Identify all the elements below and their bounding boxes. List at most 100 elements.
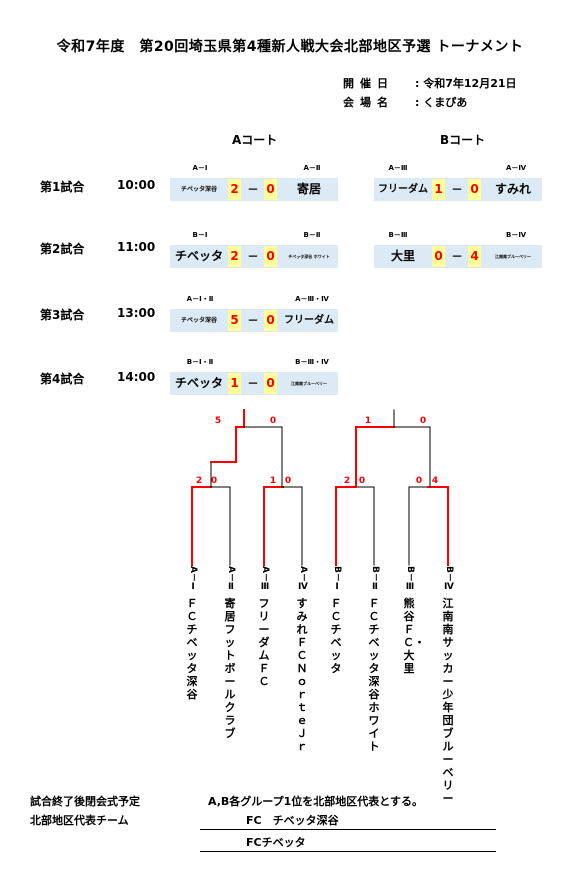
match-3a-right-code: A－Ⅲ・Ⅳ — [295, 295, 329, 303]
match-1b-card — [374, 178, 542, 201]
match-3a-left-team: チベッタ深谷 — [180, 317, 217, 324]
team-name-a3: フリーダムＦＣ — [258, 597, 270, 688]
team-name-b1: ＦＣチベッタ — [330, 597, 342, 675]
representative-1-line — [200, 829, 496, 830]
match-2b-left-team: 大里 — [390, 249, 415, 263]
team-name-b2: ＦＣ チベッタ深谷 ホワイト — [368, 597, 391, 753]
event-date: 開催日: 令和7年12月21日 — [343, 77, 517, 90]
representative-2-line — [200, 851, 496, 852]
match-2a-left-team: チベッタ — [174, 249, 223, 263]
match-4a-right-score: 0 — [264, 373, 277, 394]
final-b-right-score: 0 — [419, 416, 427, 426]
closing-note: 試合終了後閉会式予定 — [30, 795, 140, 808]
team-name-a2: 寄居フットボールクラブ — [224, 597, 236, 740]
final-a-left-score: 5 — [214, 416, 222, 426]
match-1a-left-score: 2 — [228, 179, 241, 200]
team-code-b4: B－Ⅳ — [444, 566, 454, 592]
match-2-label: 第2試合 — [40, 242, 85, 256]
match-1b-dash: － — [451, 183, 463, 196]
team-name-a4: すみれＦＣ Ｎｏｒｔｅ Ｊｒ — [296, 597, 319, 753]
match-2a-card — [170, 245, 338, 268]
match-3a-card — [170, 309, 338, 332]
match-4a-dash: － — [247, 377, 259, 390]
date-label: 開催日 — [343, 77, 394, 90]
event-venue: 会場名: くまぴあ — [343, 96, 468, 109]
team-code-a4: A－Ⅳ — [298, 566, 308, 592]
venue-value: くまぴあ — [423, 96, 468, 109]
semi-2-left-score: 1 — [269, 476, 277, 486]
match-3a-dash: － — [247, 314, 259, 327]
qualification-rule: A,B各グループ1位を北部地区代表とする。 — [208, 795, 423, 808]
match-1a-right-code: A－Ⅱ — [303, 164, 321, 172]
bracket-b-final-left — [355, 426, 395, 463]
match-2b-left-score: 0 — [432, 246, 445, 267]
team-code-a3: A－Ⅲ — [260, 566, 270, 592]
match-1a-left-team: チベッタ深谷 — [180, 186, 217, 193]
team-name-b3: 熊谷ＦＣ・大里 — [403, 597, 425, 675]
semi-1-left-score: 2 — [195, 476, 203, 486]
match-1a-dash: － — [247, 183, 259, 196]
match-1b-right-score: 0 — [468, 179, 481, 200]
match-2a-left-code: B－Ⅰ — [192, 231, 208, 239]
match-1a-right-team: 寄居 — [296, 182, 321, 196]
match-3a-left-code: A－Ⅰ・Ⅱ — [186, 295, 214, 303]
bracket-a-semi1-right — [210, 486, 231, 566]
match-2a-right-team: チベッタ深谷 ホワイト — [288, 254, 330, 259]
match-3-time: 13:00 — [117, 306, 156, 320]
team-name-b4: 江南南サッカー少年団 ブルーベリー — [442, 597, 465, 805]
venue-label: 会場名 — [343, 96, 394, 109]
match-4a-card — [170, 372, 338, 395]
team-code-b2: B－Ⅱ — [370, 566, 380, 592]
match-2-time: 11:00 — [117, 240, 156, 254]
match-3a-right-team: フリーダム — [284, 315, 334, 326]
representative-1: FC チベッタ深谷 — [246, 814, 339, 827]
team-code-a2: A－Ⅱ — [226, 566, 236, 592]
match-3a-left-score: 5 — [228, 310, 241, 331]
bracket-b-semi1-left — [335, 486, 356, 566]
match-2b-card — [374, 245, 542, 268]
match-4-time: 14:00 — [117, 370, 156, 384]
match-4a-right-team: 江南南ブルーベリー — [291, 381, 327, 386]
match-1a-right-score: 0 — [264, 179, 277, 200]
semi-2-right-score: 0 — [284, 476, 292, 486]
team-code-b1: B－Ⅰ — [332, 566, 342, 592]
bracket-b-final-right — [393, 426, 431, 463]
bracket-a-final-right — [243, 426, 283, 463]
team-name-a1: ＦＣ チベッタ深谷 — [186, 597, 209, 701]
match-2b-right-code: B－Ⅳ — [505, 231, 527, 239]
semi-4-left-score: 0 — [415, 476, 423, 486]
match-1b-left-team: フリーダム — [378, 184, 428, 195]
match-4-label: 第4試合 — [40, 372, 85, 386]
bracket-a-semi2-left — [263, 486, 284, 566]
team-code-a1: A－Ⅰ — [188, 566, 198, 592]
match-2b-dash: － — [451, 250, 463, 263]
match-4a-left-team: チベッタ — [174, 376, 223, 390]
bracket-a-semi2-right — [282, 486, 303, 566]
match-2a-left-score: 2 — [228, 246, 241, 267]
bracket-b-semi2-left — [408, 486, 429, 566]
match-2a-dash: － — [247, 250, 259, 263]
semi-1-right-score: 0 — [210, 476, 218, 486]
court-a-heading: Aコート — [232, 133, 278, 147]
semi-3-left-score: 2 — [343, 476, 351, 486]
semi-3-right-score: 0 — [358, 476, 366, 486]
bracket-b-semi2-right — [427, 486, 449, 566]
bracket-b-semi1-right — [354, 486, 375, 566]
match-4a-left-score: 1 — [228, 373, 241, 394]
team-code-b3: B－Ⅲ — [405, 566, 415, 592]
match-4a-left-code: B－Ⅰ・Ⅱ — [186, 358, 214, 366]
match-1b-right-team: すみれ — [494, 182, 531, 196]
match-3a-right-score: 0 — [264, 310, 277, 331]
match-3-label: 第3試合 — [40, 308, 85, 322]
match-1b-right-code: A－Ⅳ — [505, 164, 527, 172]
match-2b-right-score: 4 — [468, 246, 481, 267]
bracket-a-final-left — [235, 426, 245, 463]
semi-4-right-score: 4 — [431, 476, 439, 486]
match-1-label: 第1試合 — [40, 180, 85, 194]
page-title: 令和7年度 第20回埼玉県第4種新人戦大会北部地区予選 トーナメント — [56, 39, 524, 55]
match-2b-left-code: B－Ⅲ — [388, 231, 408, 239]
representative-label: 北部地区代表チーム — [30, 814, 129, 827]
match-1b-left-score: 1 — [432, 179, 445, 200]
match-1a-card — [170, 178, 338, 201]
